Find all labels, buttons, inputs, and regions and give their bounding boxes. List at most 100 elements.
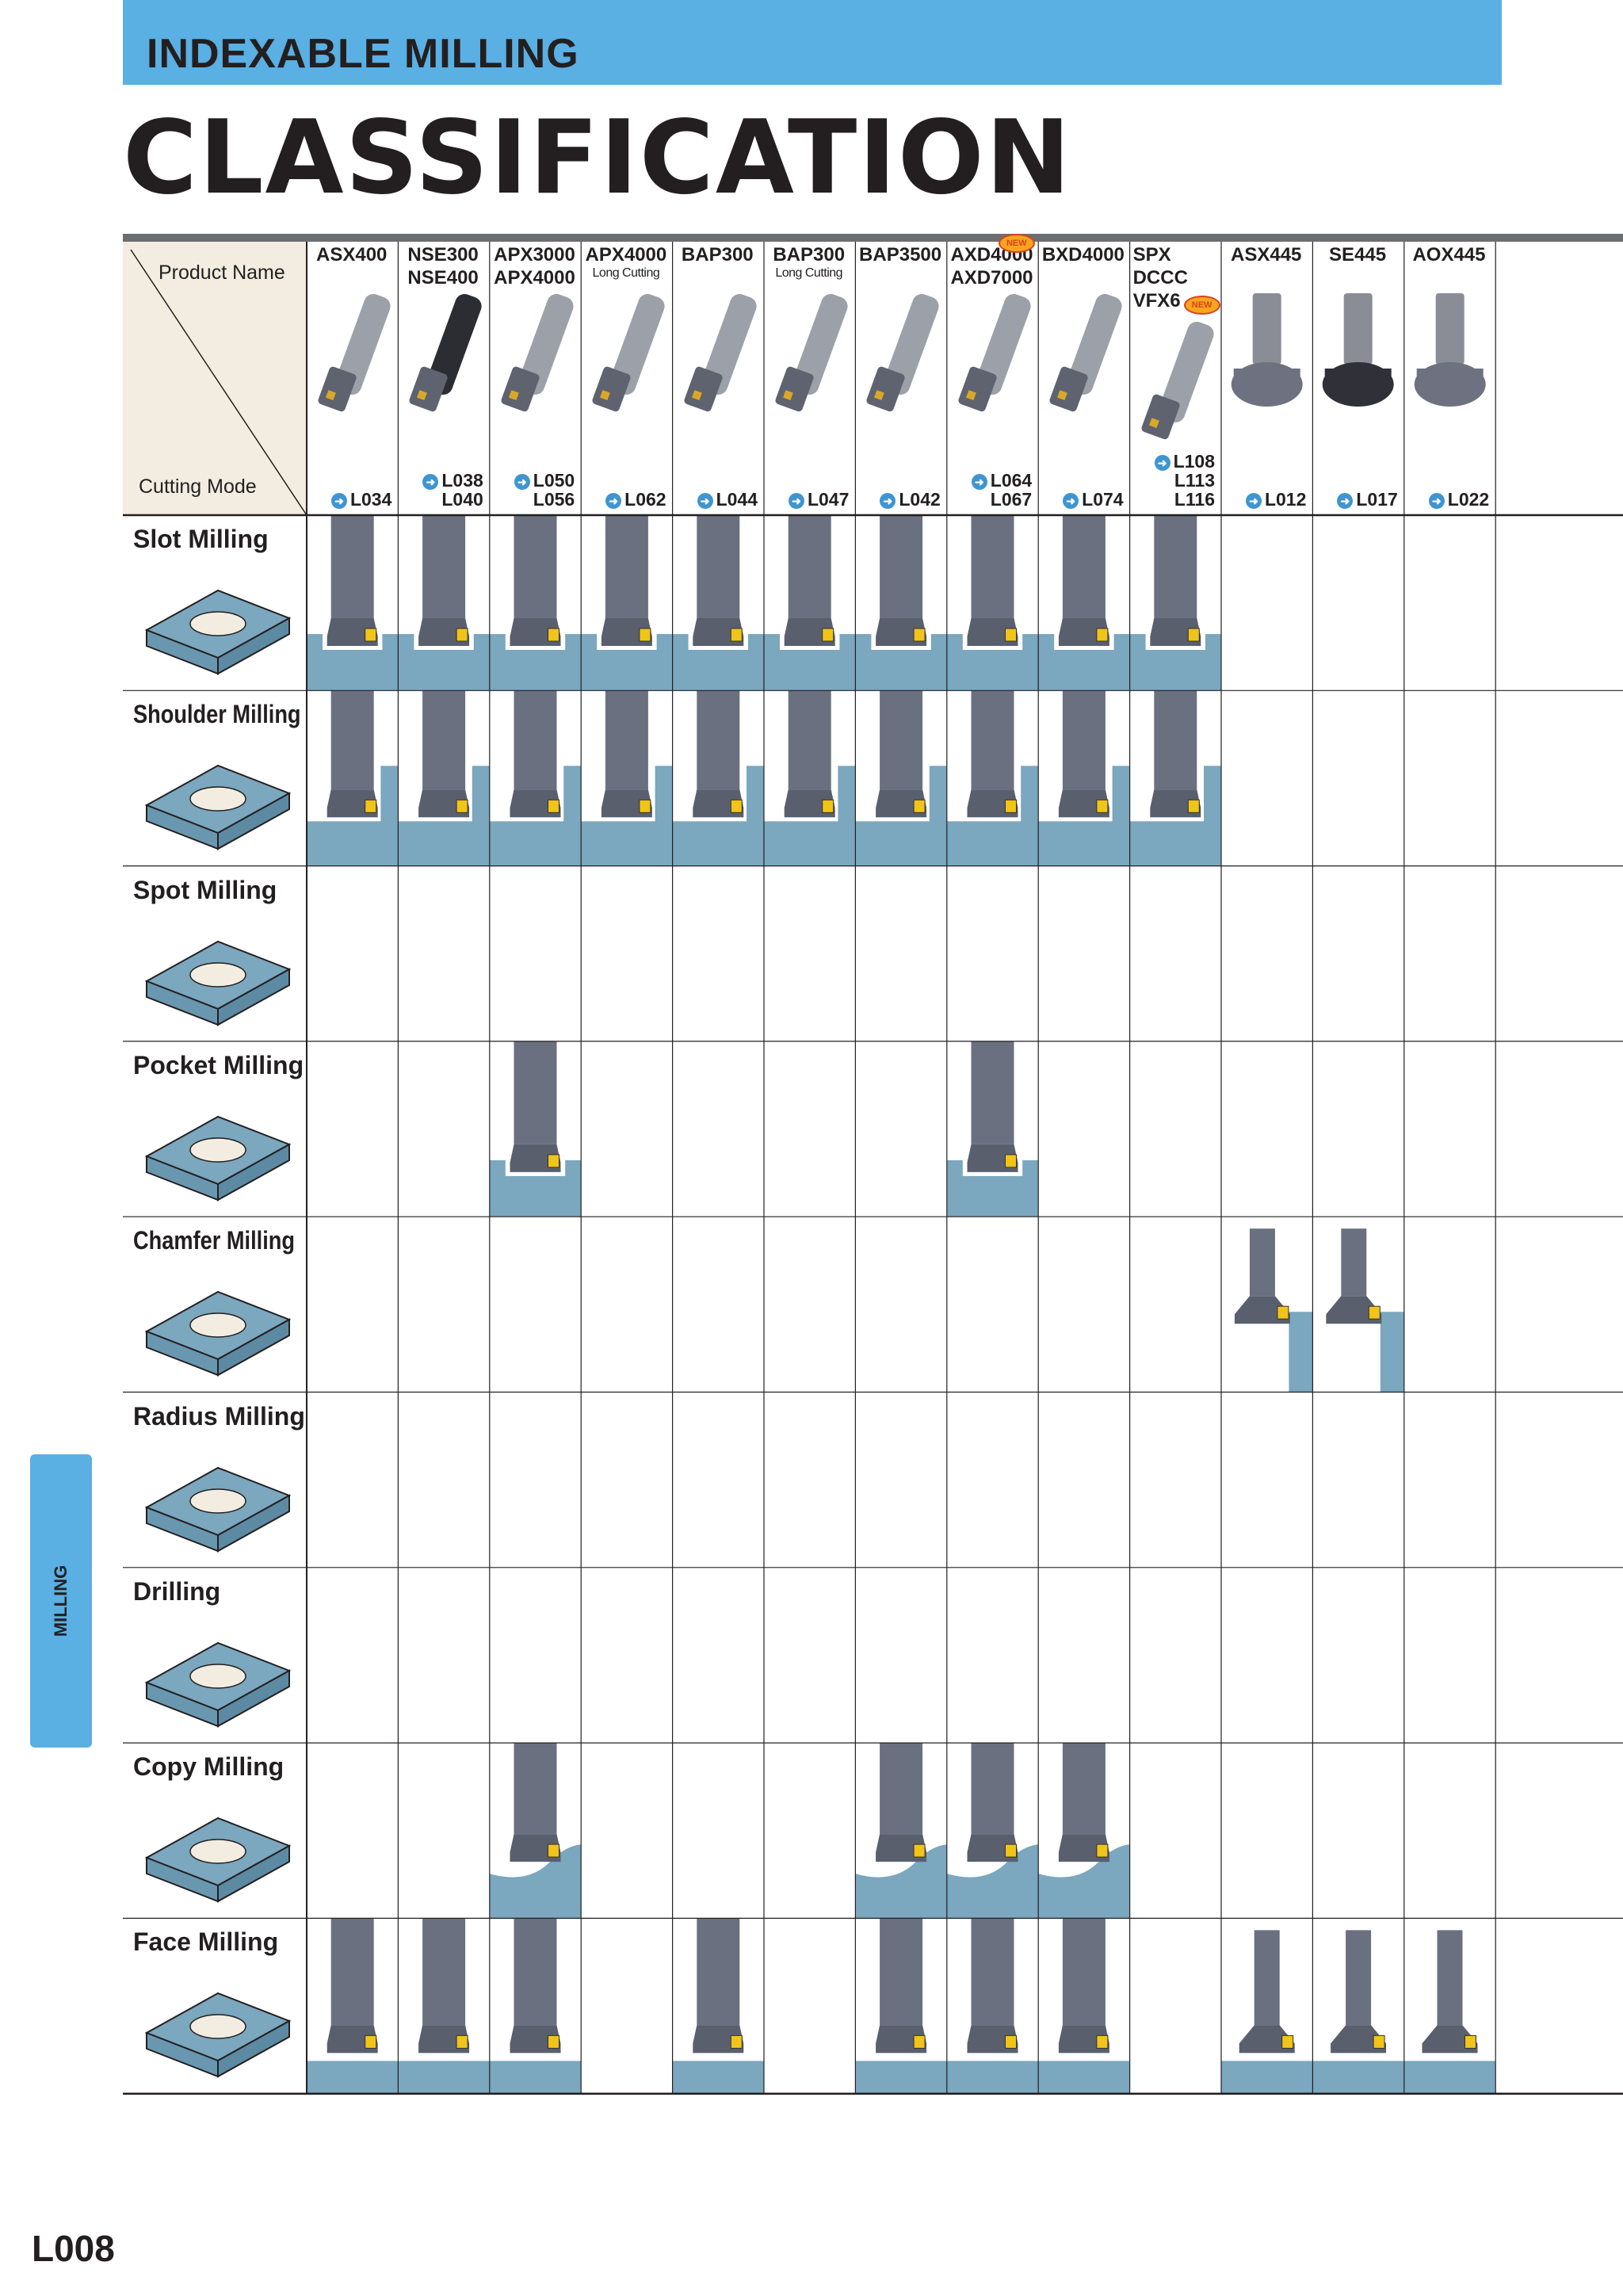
page-reference-link[interactable]: L056 [533,489,575,510]
insert [548,628,559,642]
insert [456,628,468,642]
section-title: INDEXABLE MILLING [147,31,579,77]
page-reference-link[interactable]: ➜L038 [422,471,483,490]
page-reference-link[interactable]: ➜L022 [1428,490,1489,509]
page-reference-link[interactable]: ➜L034 [330,490,391,509]
tool-shank [1154,515,1197,618]
page-reference-link[interactable]: ➜L064 [971,471,1032,490]
page-reference-link[interactable]: L067 [990,489,1033,510]
tool-shank [514,515,557,618]
arrow-right-icon: ➜ [1337,492,1354,509]
workpiece-wall [929,766,947,826]
page-reference-link[interactable]: ➜L108 [1154,452,1215,471]
arrow-right-icon: ➜ [971,473,987,490]
tool-illustration [946,515,1039,691]
product-name: AOX445 [1412,244,1486,266]
workpiece-icon [144,765,292,850]
product-name: NSE400 [407,267,479,288]
product-name: BAP3500 [859,244,942,266]
page-reference-link[interactable]: ➜L012 [1245,490,1306,509]
workpiece [307,821,399,866]
tool-illustration [1312,1930,1404,2094]
tool-shank [971,1743,1014,1835]
cutting-mode-row-label: Face Milling [133,1927,279,1957]
workpiece-wall [655,766,673,826]
insert [1373,2034,1385,2049]
workpiece-icon [144,940,292,1026]
product-name: APX3000 [494,244,575,266]
workpiece-wall [1021,766,1039,826]
page-reference-link[interactable]: ➜L042 [880,490,941,509]
tool-illustration [855,690,947,866]
page-reference-link[interactable]: ➜L017 [1337,490,1398,509]
insert [365,799,377,813]
tool-shank [1249,1228,1275,1297]
tool-photo [958,294,1031,412]
page-reference-link[interactable]: ➜L074 [1063,490,1124,509]
workpiece-icon [144,1641,292,1728]
page-reference-link[interactable]: ➜L050 [514,471,575,490]
insert [1465,2034,1476,2049]
product-name: BXD4000 [1041,244,1125,266]
tool-illustration [1038,690,1130,866]
page-reference-link[interactable]: ➜L062 [605,490,666,509]
workpiece [946,2061,1039,2094]
tool-head [1326,1296,1382,1324]
page-reference: ➜L017 [1337,490,1398,509]
tool-photo [1323,293,1395,407]
tool-shank [514,1041,557,1144]
tool-shank [971,515,1014,618]
tool-shank [971,1041,1014,1144]
tool-illustration [672,690,764,866]
product-subtitle: Long Cutting Edge [775,266,843,280]
insert [365,628,377,642]
page-reference: ➜L012 [1245,490,1306,509]
workpiece-wall [838,766,856,826]
tool-shank [1437,1930,1463,2026]
workpiece [1129,821,1221,866]
tool-photo [318,294,391,412]
tool-illustration [1403,1930,1496,2094]
tool-illustration [946,1041,1039,1217]
tool-photo [684,294,757,412]
new-badge: NEW [1183,296,1220,315]
product-name: APX4000 [494,267,575,288]
workpiece [946,821,1039,866]
workpiece [1380,1312,1404,1392]
tool-shank [605,515,648,618]
workpiece-icon [144,1115,292,1201]
cutting-mode-row-label: Pocket Milling [133,1050,304,1079]
insert [1368,1305,1381,1320]
page-reference-link[interactable]: L116 [1174,489,1215,510]
workpiece [489,2061,582,2094]
insert [730,628,743,642]
milling-side-tab[interactable]: MILLING [30,1454,92,1748]
insert [548,1843,559,1858]
tool-photo [866,294,939,412]
arrow-right-icon: ➜ [1428,492,1445,509]
workpiece-icon [144,1466,292,1553]
tool-shank [330,690,374,790]
cutting-mode-row-label: Drilling [133,1576,221,1606]
page-reference-link[interactable]: ➜L044 [697,490,758,509]
column-header: SE445 [1312,243,1402,266]
page-reference-link[interactable]: L040 [441,489,483,510]
tool-illustration [855,515,947,691]
arrow-right-icon: ➜ [422,473,439,490]
insert [639,628,651,642]
tool-illustration [764,690,856,866]
tool-illustration [307,690,399,866]
page-reference-link[interactable]: L113 [1174,470,1215,491]
product-name: ASX400 [316,244,388,266]
page-reference: ➜L047 [788,490,849,509]
page-reference-link[interactable]: ➜L047 [788,490,849,509]
workpiece [946,1844,1039,1919]
corner-diagonal [130,249,307,516]
tool-illustration [581,515,673,691]
tool-illustration [946,1918,1039,2094]
